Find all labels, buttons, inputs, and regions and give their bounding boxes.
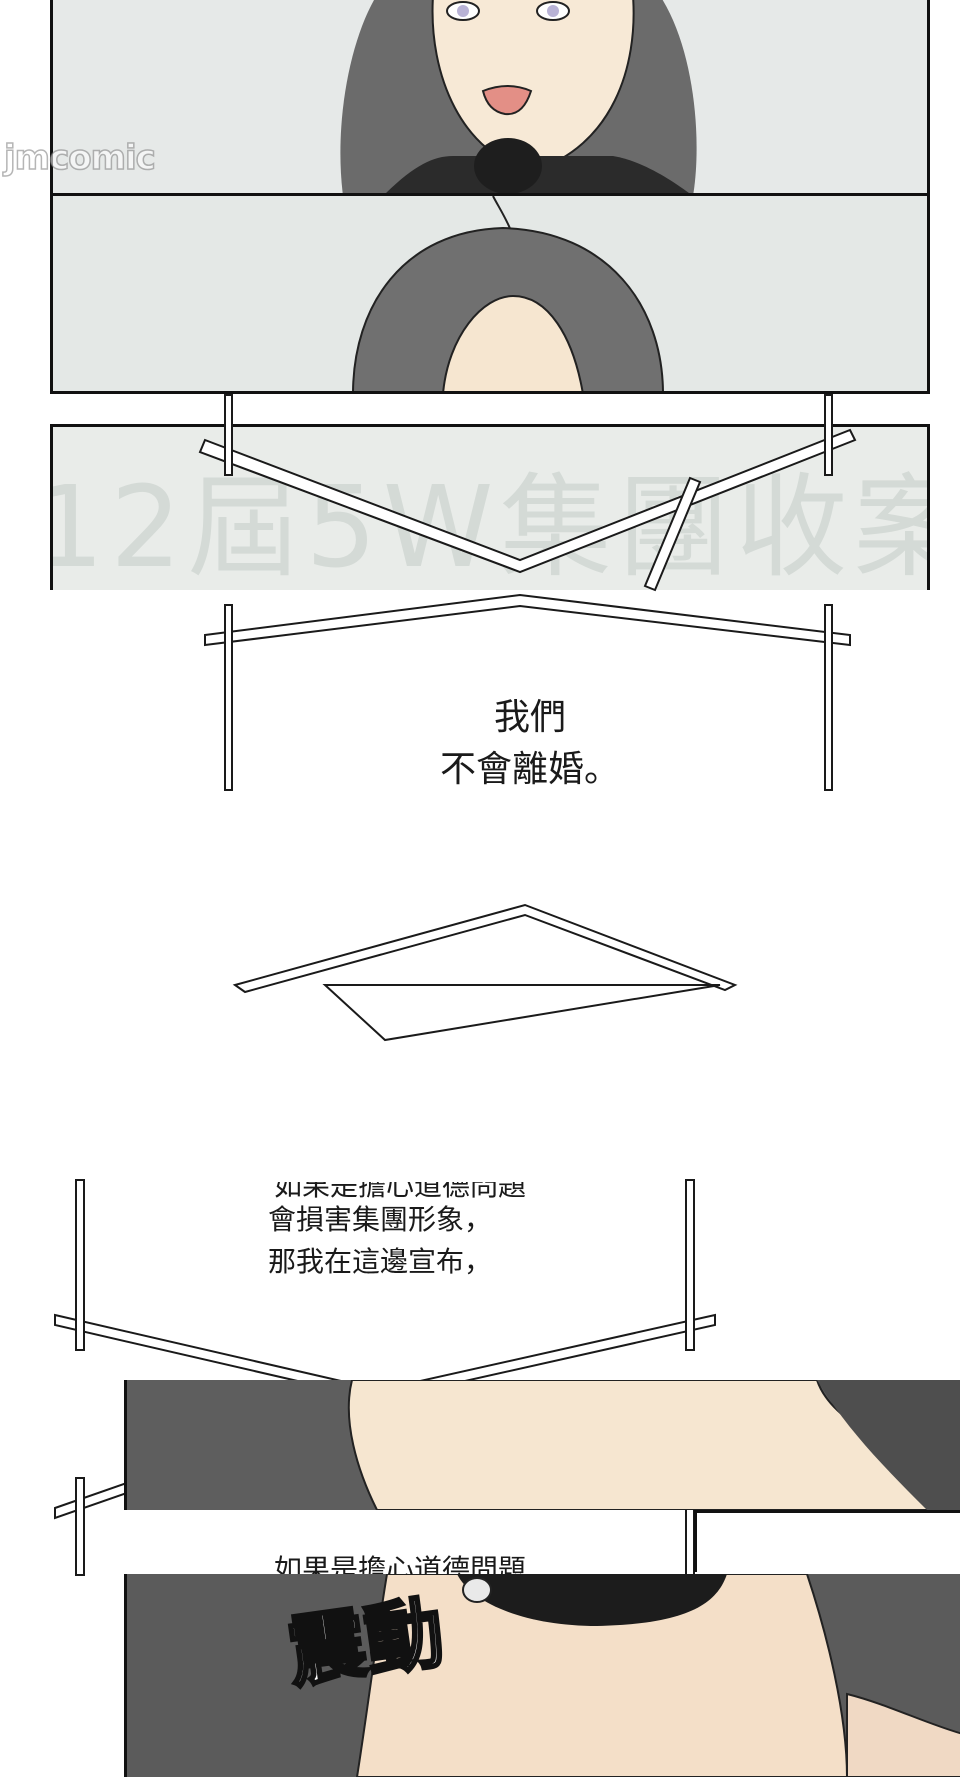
man-forehead xyxy=(442,294,584,391)
dialogue-2-line-2: 那我在這邊宣布， xyxy=(267,1245,492,1278)
microphone xyxy=(474,138,542,193)
chin-artwork xyxy=(355,1574,960,1777)
panel-singer xyxy=(50,0,930,196)
shadow-area xyxy=(817,1380,960,1510)
panel-chin xyxy=(124,1574,960,1777)
singer-left-iris xyxy=(457,5,469,17)
panel-white-corner xyxy=(694,1510,960,1572)
dialogue-1-line-2: 不會離婚。 xyxy=(439,749,620,790)
chin-skin xyxy=(355,1574,849,1777)
panel-man-head xyxy=(50,196,930,394)
strap-ring xyxy=(462,1577,492,1603)
man-head-artwork xyxy=(352,196,664,391)
panel-banner: 12屆5W集團收案大 xyxy=(50,424,930,590)
sfx-text: 震動 xyxy=(281,1586,451,1701)
watermark: jmcomic xyxy=(3,137,156,179)
banner-text: 12屆5W集團收案大 xyxy=(50,463,927,590)
dialogue-3-line-1: 如果是擔心道德問題 xyxy=(273,1553,526,1574)
shoulder-skin xyxy=(846,1692,960,1777)
neck-artwork xyxy=(347,1380,960,1510)
dialogue-1-line-1: 我們 xyxy=(493,697,566,738)
singer-mouth xyxy=(481,85,533,116)
dialogue-2-line-0: 如果是擔心道德問題 xyxy=(273,1182,526,1202)
panel-neck xyxy=(124,1380,960,1510)
dialogue-3-clip: 如果是擔心道德問題 xyxy=(230,1548,590,1574)
web-lower xyxy=(232,903,738,1042)
dialogue-2-line-1: 會損害集團形象， xyxy=(267,1203,492,1236)
singer-artwork xyxy=(340,0,697,193)
singer-right-iris xyxy=(547,5,559,17)
black-strap xyxy=(457,1574,727,1626)
dialogue-2-clip: 如果是擔心道德問題 xyxy=(200,1182,600,1204)
